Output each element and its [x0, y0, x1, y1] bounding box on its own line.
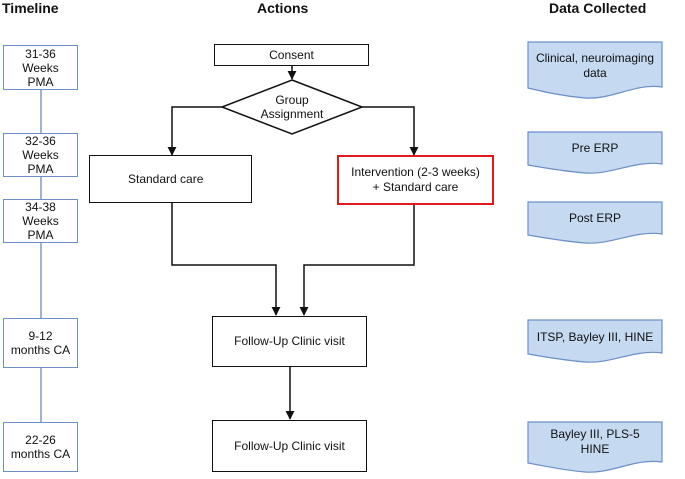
- arrow-standard-care-to-follow-up: [171, 203, 281, 316]
- timeline-connector: [40, 88, 42, 426]
- data-doc-1: [527, 41, 663, 99]
- timeline-box-3-line-3: PMA: [27, 228, 54, 242]
- data-doc-2-line-1: Pre ERP: [571, 140, 619, 155]
- timeline-box-1-line-3: PMA: [27, 74, 54, 89]
- arrow-assignment-to-standard-care: [167, 106, 222, 156]
- timeline-heading: Timeline: [2, 0, 59, 16]
- arrow-assignment-to-intervention: [362, 106, 419, 156]
- data-doc-4-label: ITSP, Bayley III, HINE: [528, 321, 662, 353]
- data-doc-1-line-1: Clinical, neuroimaging: [535, 51, 655, 65]
- timeline-box-2-line-3: PMA: [27, 162, 54, 176]
- timeline-box-1-line-2: Weeks: [22, 60, 59, 75]
- data-doc-4-line-1: ITSP, Bayley III, HINE: [536, 329, 654, 344]
- data-doc-5-line-1: Bayley III, PLS-5: [550, 427, 640, 441]
- follow-up-label-1: Follow-Up Clinic visit: [234, 334, 345, 348]
- follow-up-box-2: Follow-Up Clinic visit: [212, 420, 367, 472]
- data-doc-2: [527, 131, 663, 174]
- consent-label: Consent: [269, 47, 314, 62]
- follow-up-label-2: Follow-Up Clinic visit: [234, 438, 345, 453]
- group-assignment-line-2: Assignment: [260, 107, 324, 121]
- timeline-box-2-line-1: 32-36: [25, 134, 56, 148]
- timeline-box-1-line-1: 31-36: [25, 46, 56, 61]
- data-doc-5: [527, 421, 663, 473]
- timeline-box-5: 22-26 months CA: [3, 422, 78, 472]
- standard-care-label: Standard care: [128, 171, 204, 186]
- data-doc-1-line-2: data: [583, 66, 607, 80]
- standard-care-box: Standard care: [89, 155, 252, 203]
- group-assignment-label: Group Assignment: [222, 89, 362, 125]
- timeline-box-2-line-2: Weeks: [22, 148, 59, 162]
- data-doc-3-line-1: Post ERP: [568, 210, 622, 225]
- group-assignment-line-1: Group: [275, 93, 309, 107]
- intervention-line-2: + Standard care: [372, 180, 459, 194]
- data-doc-3-label: Post ERP: [528, 203, 662, 233]
- timeline-box-3-line-1: 34-38: [25, 200, 56, 214]
- timeline-box-3: 34-38 Weeks PMA: [3, 199, 78, 243]
- timeline-box-3-line-2: Weeks: [22, 214, 59, 228]
- data-doc-5-label: Bayley III, PLS-5 HINE: [528, 423, 662, 461]
- timeline-box-4-line-1: 9-12: [28, 329, 53, 343]
- data-doc-1-label: Clinical, neuroimaging data: [528, 44, 662, 88]
- arrow-intervention-to-follow-up: [299, 205, 415, 316]
- timeline-box-5-line-1: 22-26: [25, 433, 56, 447]
- timeline-box-4: 9-12 months CA: [3, 318, 78, 368]
- consent-box: Consent: [214, 44, 369, 66]
- intervention-line-1: Intervention (2-3 weeks): [351, 165, 480, 179]
- timeline-box-5-line-2: months CA: [10, 447, 71, 461]
- timeline-box-1: 31-36 Weeks PMA: [3, 45, 78, 90]
- actions-heading: Actions: [257, 0, 309, 16]
- data-doc-2-label: Pre ERP: [528, 133, 662, 163]
- timeline-box-4-line-2: months CA: [10, 343, 71, 357]
- data-doc-4: [527, 319, 663, 363]
- data-doc-5-line-2: HINE: [580, 442, 610, 456]
- intervention-box: Intervention (2-3 weeks) + Standard care: [337, 155, 494, 205]
- follow-up-box-1: Follow-Up Clinic visit: [212, 316, 367, 367]
- data-collected-heading: Data Collected: [549, 0, 647, 16]
- data-doc-3: [527, 201, 663, 244]
- group-assignment-diamond: [219, 79, 365, 135]
- timeline-box-2: 32-36 Weeks PMA: [3, 133, 78, 177]
